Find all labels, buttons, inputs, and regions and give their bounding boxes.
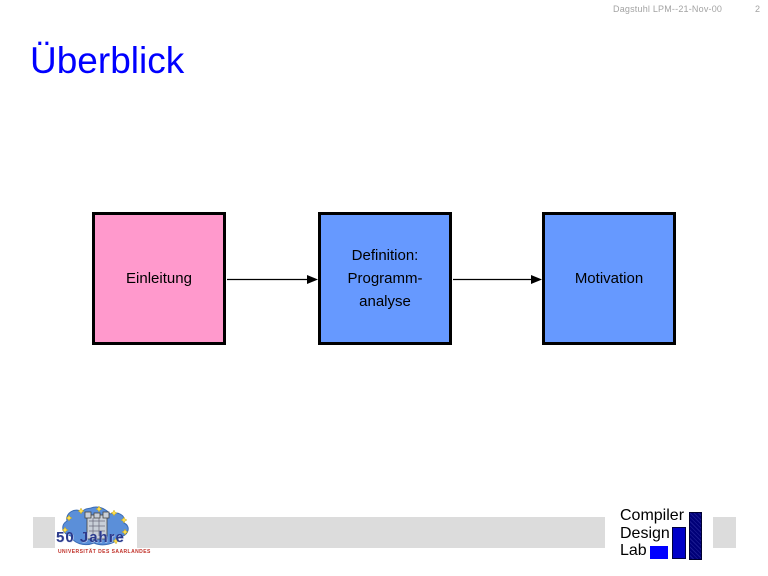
diagram-box-motivation: Motivation xyxy=(542,212,676,345)
header-page-number: 2 xyxy=(755,4,761,14)
star-icons xyxy=(61,506,129,545)
footer-gray-bar xyxy=(137,517,605,548)
footer-gray-square-right xyxy=(713,517,736,548)
diagram-box-label: Definition: Programm- analyse xyxy=(347,247,423,310)
cdl-bar-chart-icon-medium xyxy=(672,527,686,559)
cdl-logo-text: Compiler Design Lab xyxy=(620,507,684,560)
anniversary-logo-title: 50 Jahre xyxy=(56,529,125,546)
anniversary-logo-subtitle: UNIVERSITÄT DES SAARLANDES xyxy=(58,549,151,555)
diagram-box-label: Motivation xyxy=(574,270,644,287)
footer-gray-square-left xyxy=(33,517,55,548)
castle-icon xyxy=(84,511,110,540)
page-title: Überblick xyxy=(30,40,185,81)
cdl-bar-chart-icon-small xyxy=(650,546,668,559)
connector-arrow-1 xyxy=(227,275,318,284)
cdl-logo-line-3: Lab xyxy=(620,542,647,559)
cdl-logo-line-1: Compiler xyxy=(620,507,685,524)
compiler-design-lab-logo: Compiler Design Lab xyxy=(620,506,706,562)
cdl-bar-chart-icon-tall xyxy=(689,512,702,560)
diagram-box-einleitung: Einleitung xyxy=(92,212,226,345)
anniversary-logo: 50 Jahre UNIVERSITÄT DES SAARLANDES xyxy=(55,504,150,562)
anniversary-blob-icon xyxy=(61,506,129,546)
cdl-logo-line-2: Design xyxy=(620,524,670,542)
diagram-box-label: Einleitung xyxy=(126,270,192,287)
diagram-box-definition-programmanalyse: Definition: Programm- analyse xyxy=(318,212,452,345)
header-deck-label: Dagstuhl LPM--21-Nov-00 xyxy=(613,4,723,14)
connector-arrow-2 xyxy=(453,275,542,284)
